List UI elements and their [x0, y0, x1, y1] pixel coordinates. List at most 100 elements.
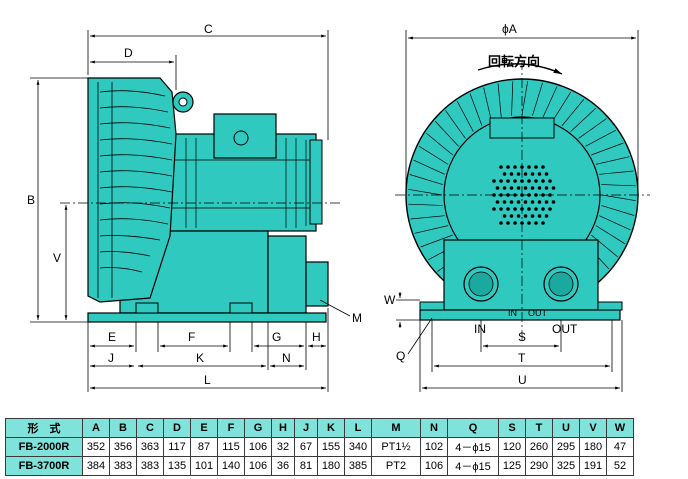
motor-end-cover: [309, 139, 323, 225]
housing-fin: [497, 83, 502, 118]
outlet-pipe: [305, 261, 329, 307]
housing-fin: [591, 142, 624, 156]
housing-fin: [426, 132, 453, 156]
vent-hole: [544, 214, 549, 218]
housing-fin: [418, 145, 449, 165]
table-cell-model: FB-3700R: [5, 456, 83, 476]
vent-hole: [509, 186, 514, 190]
vent-hole: [551, 200, 556, 204]
table-cell: 180: [579, 437, 607, 457]
housing-fin: [561, 99, 585, 126]
vent-hole: [544, 172, 549, 176]
table-cell: 81: [294, 456, 318, 476]
table-header-model: 形 式: [5, 418, 83, 438]
table-cell: PT2: [371, 456, 421, 476]
housing-fin: [585, 129, 616, 147]
dim-label-out: OUT: [552, 322, 578, 336]
vent-hole: [513, 221, 517, 225]
table-header-cell: G: [244, 418, 272, 438]
side-dimension-labels: C D B V E F G H J K N L M: [27, 22, 362, 387]
table-cell: 356: [109, 437, 137, 457]
vent-hole: [544, 200, 549, 204]
housing-fin: [445, 110, 466, 139]
table-cell: 87: [190, 437, 218, 457]
table-cell: 4－ϕ15: [447, 437, 499, 457]
side-view: [60, 77, 340, 323]
table-cell: 4－ϕ15: [447, 456, 499, 476]
housing-fin: [601, 194, 636, 202]
outlet-box: [267, 235, 307, 314]
vent-hole: [548, 179, 552, 183]
table-cell: 140: [217, 456, 245, 476]
housing-fin: [408, 203, 443, 206]
front-base: [419, 309, 621, 321]
vent-hole: [506, 165, 510, 169]
front-dimensions: [396, 30, 639, 392]
dim-label-v: V: [53, 251, 61, 265]
dim-label-l: L: [204, 373, 211, 387]
vent-hole: [492, 179, 496, 183]
vent-hole: [499, 165, 503, 169]
table-cell: 383: [136, 456, 164, 476]
vent-hole: [502, 200, 507, 204]
table-cell: 125: [498, 456, 526, 476]
table-header-cell: C: [136, 418, 164, 438]
dim-label-n: N: [282, 351, 291, 365]
vent-hole: [537, 200, 542, 204]
table-header-cell: U: [552, 418, 580, 438]
housing-fin: [409, 174, 443, 185]
housing-fin: [599, 215, 631, 231]
vent-hole: [509, 200, 514, 204]
table-cell: 325: [552, 456, 580, 476]
table-cell: 340: [344, 437, 372, 457]
vent-hole: [541, 207, 545, 211]
vent-hole: [492, 207, 496, 211]
table-header-cell: N: [420, 418, 448, 438]
table-header-row: 形 式 A B C D E F G H J K L M N Q S T U V …: [5, 418, 634, 438]
housing-fin: [542, 86, 558, 118]
table-header-cell: V: [579, 418, 607, 438]
table-cell: 180: [317, 456, 345, 476]
housing-fin: [413, 159, 445, 175]
vent-hole: [537, 172, 542, 176]
vent-hole: [527, 207, 531, 211]
table-cell: 260: [525, 437, 553, 457]
vent-hole: [530, 186, 535, 190]
dim-label-d: D: [124, 46, 133, 60]
vent-hole: [499, 179, 503, 183]
vent-hole: [495, 200, 500, 204]
housing-fin: [469, 93, 483, 126]
vent-hole: [502, 172, 507, 176]
vent-hole: [506, 179, 510, 183]
table-header-cell: W: [606, 418, 634, 438]
table-cell: 155: [317, 437, 345, 457]
table-cell: 385: [344, 456, 372, 476]
inlet-mark: IN: [508, 308, 517, 318]
table-cell: 383: [109, 456, 137, 476]
vent-hole: [541, 179, 545, 183]
vent-hole: [506, 207, 510, 211]
dim-label-s: S: [518, 330, 526, 344]
table-cell: 106: [244, 437, 272, 457]
front-view: [395, 60, 650, 340]
housing-fin: [601, 184, 636, 187]
vent-hole: [523, 214, 528, 218]
vent-hole: [516, 200, 521, 204]
table-cell: 106: [420, 456, 448, 476]
rotation-direction-label: 回転方向: [488, 54, 540, 69]
dim-label-f: F: [188, 330, 195, 344]
vent-hole: [513, 179, 517, 183]
vent-hole: [527, 179, 531, 183]
vent-hole: [530, 200, 535, 204]
housing-fin: [521, 81, 529, 116]
table-cell: 120: [498, 437, 526, 457]
rotation-arrow: [477, 63, 563, 75]
vent-hole: [541, 165, 545, 169]
vent-hole: [548, 193, 552, 197]
dim-label-c: C: [204, 22, 213, 36]
vent-hole: [534, 207, 538, 211]
vent-hole: [495, 186, 500, 190]
